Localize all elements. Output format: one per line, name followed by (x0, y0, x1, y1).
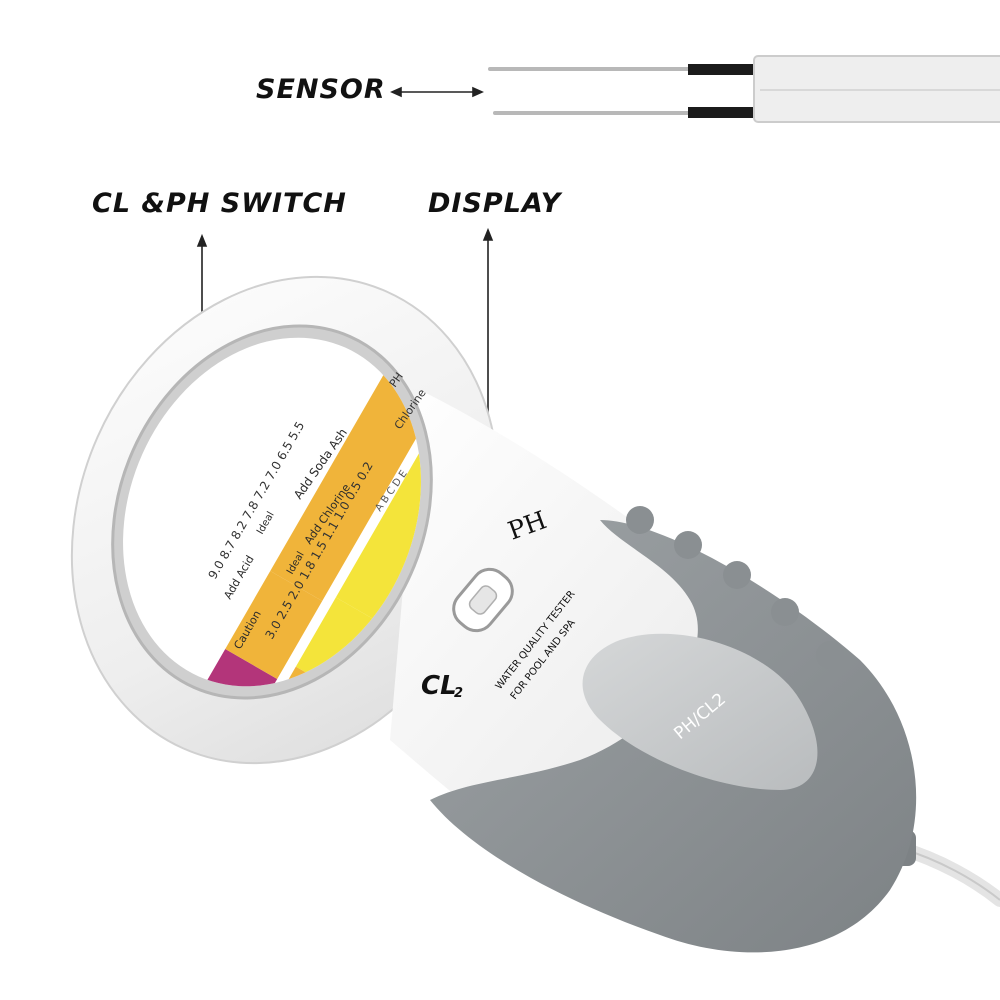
sensor-arrow (390, 86, 484, 98)
cl-ph-switch[interactable] (446, 562, 519, 638)
callout-cl-ph-switch: CL &PH SWITCH (92, 188, 347, 219)
label-window (582, 633, 818, 790)
callout-sensor: SENSOR (256, 74, 386, 105)
mode-cl-label: CL (421, 671, 457, 701)
callout-display: DISPLAY (428, 188, 562, 219)
sensor-probe (488, 55, 1000, 123)
mode-cl-subscript: 2 (454, 686, 463, 701)
